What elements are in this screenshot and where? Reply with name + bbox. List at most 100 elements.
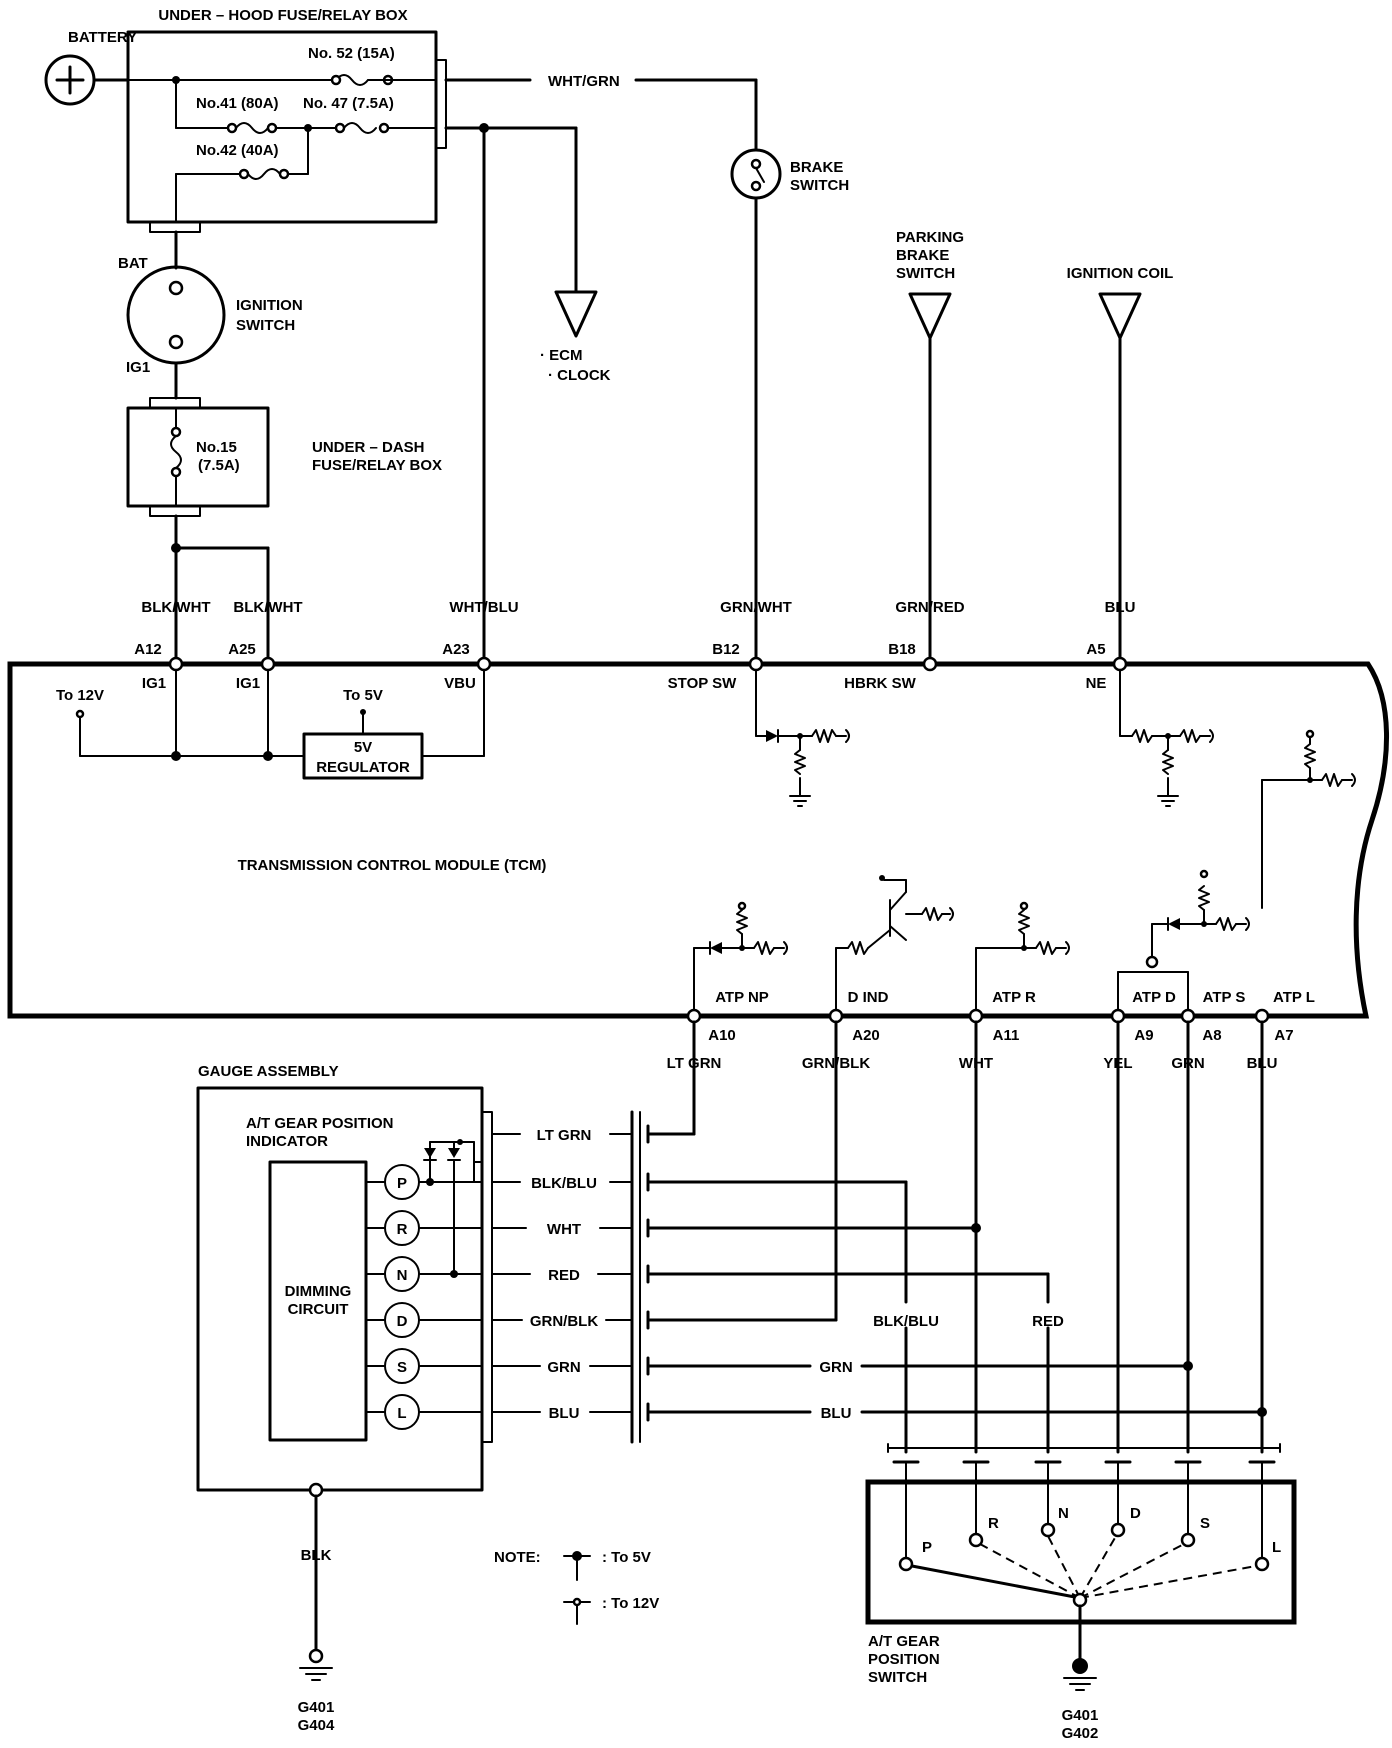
- gauge-wire-blu: BLU: [549, 1405, 580, 1422]
- right-wire-blu: BLU: [821, 1405, 852, 1422]
- gauge-connector: LT GRN BLK/BLU WHT RED GRN/BLK: [491, 1020, 1267, 1454]
- note-label: NOTE:: [494, 1549, 541, 1566]
- a5-wire-color: BLU: [1105, 599, 1136, 616]
- pin-a11-name: ATP R: [992, 989, 1036, 1006]
- fuse-41-label: No.41 (80A): [196, 95, 279, 112]
- gauge-ground-wire: BLK: [301, 1547, 332, 1564]
- ignition-coil: IGNITION COIL: [1067, 265, 1174, 340]
- pin-b12: B12: [712, 641, 740, 658]
- a25-wire-color: BLK/WHT: [233, 599, 302, 616]
- parking-brake-switch: PARKING BRAKE SWITCH: [896, 229, 964, 340]
- lamp-d: D: [397, 1313, 408, 1330]
- right-wire-grn: GRN: [819, 1359, 852, 1376]
- fuse-15-rating: (7.5A): [198, 457, 240, 474]
- gauge-wire-blk-blu: BLK/BLU: [531, 1175, 597, 1192]
- lamp-r: R: [397, 1221, 408, 1238]
- right-wire-blk-blu: BLK/BLU: [873, 1313, 939, 1330]
- switch-pos-p: P: [922, 1539, 932, 1556]
- switch-ground2: G402: [1062, 1725, 1099, 1742]
- pin-a8: A8: [1202, 1027, 1221, 1044]
- tcm-bottom-pins: ATP NP A10 LT GRN D IND A20 GRN/BLK ATP …: [667, 989, 1315, 1072]
- pin-a10: A10: [708, 1027, 736, 1044]
- pin-a7-name: ATP L: [1273, 989, 1315, 1006]
- gauge-wire-wht: WHT: [547, 1221, 581, 1238]
- ignition-coil-label: IGNITION COIL: [1067, 265, 1174, 282]
- battery: BATTERY: [44, 29, 137, 106]
- gauge-title: GAUGE ASSEMBLY: [198, 1063, 339, 1080]
- gauge-assembly: GAUGE ASSEMBLY A/T GEAR POSITION INDICAT…: [196, 1063, 493, 1734]
- right-wire-red: RED: [1032, 1313, 1064, 1330]
- gauge-ground2: G404: [298, 1717, 335, 1734]
- switch-label1: A/T GEAR: [868, 1633, 940, 1650]
- fuse-42-label: No.42 (40A): [196, 142, 279, 159]
- switch-label2: POSITION: [868, 1651, 940, 1668]
- indicator-line2: INDICATOR: [246, 1133, 328, 1150]
- gauge-wire-lt-grn: LT GRN: [537, 1127, 592, 1144]
- pin-a9-name: ATP D: [1132, 989, 1176, 1006]
- to-12v-label: To 12V: [56, 687, 104, 704]
- note-12v: : To 12V: [602, 1595, 659, 1612]
- lamp-n: N: [397, 1267, 408, 1284]
- pin-b12-name: STOP SW: [668, 675, 737, 692]
- pin-a20-name: D IND: [848, 989, 889, 1006]
- switch-label3: SWITCH: [868, 1669, 927, 1686]
- fuse-52-label: No. 52 (15A): [308, 45, 395, 62]
- regulator-line2: REGULATOR: [316, 759, 410, 776]
- tcm-title: TRANSMISSION CONTROL MODULE (TCM): [238, 857, 547, 874]
- battery-label: BATTERY: [68, 29, 137, 46]
- ignition-ig1-label: IG1: [126, 359, 150, 376]
- pin-a12-name: IG1: [142, 675, 166, 692]
- gauge-wire-red: RED: [548, 1267, 580, 1284]
- gauge-ground1: G401: [298, 1699, 335, 1716]
- wire-wht-grn-label: WHT/GRN: [548, 73, 620, 90]
- switch-pos-n: N: [1058, 1505, 1069, 1522]
- fuse-15-label: No.15: [196, 439, 237, 456]
- pin-a5: A5: [1086, 641, 1105, 658]
- to-5v-label: To 5V: [343, 687, 383, 704]
- pin-a12: A12: [134, 641, 162, 658]
- fuse-47-label: No. 47 (7.5A): [303, 95, 394, 112]
- pin-a10-name: ATP NP: [715, 989, 769, 1006]
- ignition-switch: BAT IGNITION SWITCH IG1: [118, 230, 303, 400]
- pin-a25: A25: [228, 641, 256, 658]
- switch-pos-s: S: [1200, 1515, 1210, 1532]
- pin-a23-name: VBU: [444, 675, 476, 692]
- indicator-line1: A/T GEAR POSITION: [246, 1115, 394, 1132]
- brake-switch-line1: BRAKE: [790, 159, 843, 176]
- lamp-p: P: [397, 1175, 407, 1192]
- under-dash-fuse-box: No.15 (7.5A) UNDER – DASH FUSE/RELAY BOX: [126, 397, 442, 517]
- pin-a23: A23: [442, 641, 470, 658]
- ignition-switch-line1: IGNITION: [236, 297, 303, 314]
- pin-b18-name: HBRK SW: [844, 675, 917, 692]
- regulator-line1: 5V: [354, 739, 372, 756]
- brake-switch-line2: SWITCH: [790, 177, 849, 194]
- dimming-line2: CIRCUIT: [288, 1301, 349, 1318]
- brake-switch: BRAKE SWITCH: [730, 148, 849, 200]
- tcm-input-circuits: [693, 669, 1356, 1011]
- tcm-top-pins: A12 IG1 A25 IG1 A23 VBU B12 STOP SW B18 …: [134, 641, 1128, 692]
- pin-a25-name: IG1: [236, 675, 260, 692]
- gauge-wire-grn-blk: GRN/BLK: [530, 1313, 598, 1330]
- a23-wire-color: WHT/BLU: [449, 599, 518, 616]
- fuse-box-title: UNDER – HOOD FUSE/RELAY BOX: [158, 7, 407, 24]
- switch-pos-l: L: [1272, 1539, 1281, 1556]
- under-dash-line1: UNDER – DASH: [312, 439, 425, 456]
- parking-brake-line1: PARKING: [896, 229, 964, 246]
- lamp-l: L: [397, 1405, 406, 1422]
- tcm-internal-power: To 12V 5V REGULATOR To 5V: [56, 669, 485, 780]
- switch-pos-r: R: [988, 1515, 999, 1532]
- under-hood-fuse-box: UNDER – HOOD FUSE/RELAY BOX No. 52 (15A)…: [126, 7, 447, 233]
- note-5v: : To 5V: [602, 1549, 651, 1566]
- gauge-wire-grn: GRN: [547, 1359, 580, 1376]
- b12-wire-color: GRN/WHT: [720, 599, 792, 616]
- b18-wire-color: GRN/RED: [895, 599, 964, 616]
- pin-a5-name: NE: [1086, 675, 1107, 692]
- indicator-lamps: P R N D S L: [365, 1164, 483, 1430]
- ignition-bat-label: BAT: [118, 255, 148, 272]
- tcm-box: TRANSMISSION CONTROL MODULE (TCM): [7, 661, 1390, 1019]
- a12-wire-color: BLK/WHT: [141, 599, 210, 616]
- parking-brake-line3: SWITCH: [896, 265, 955, 282]
- lamp-s: S: [397, 1359, 407, 1376]
- gear-position-switch: P R N D S L G401 G402 A/T GEAR POSITION …: [865, 1443, 1297, 1742]
